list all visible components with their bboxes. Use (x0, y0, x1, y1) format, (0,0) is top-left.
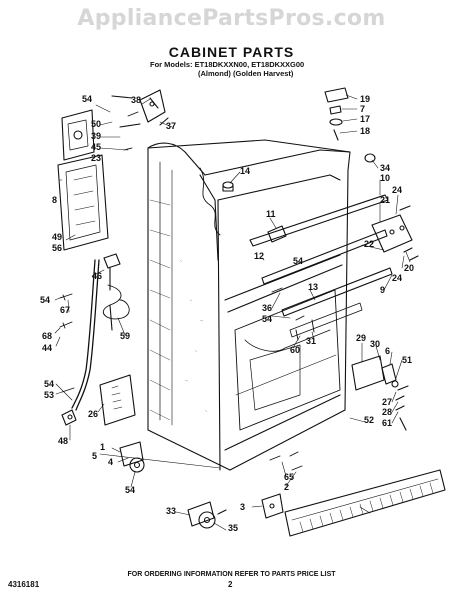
model-line-2: (Almond) (Golden Harvest) (198, 69, 294, 78)
callout: 38 (131, 95, 142, 105)
watermark: AppliancePartsPros.com (77, 6, 386, 31)
leveling-assembly (352, 356, 408, 430)
callout: 48 (58, 436, 69, 446)
callout: 17 (360, 114, 371, 124)
callout: 61 (382, 418, 393, 428)
callout: 19 (360, 94, 371, 104)
callout: 4 (108, 457, 114, 467)
rear-roller (188, 502, 226, 528)
callout: 6 (385, 346, 391, 356)
callout: 12 (254, 251, 265, 261)
callout: 10 (380, 173, 391, 183)
callout: 54 (293, 256, 304, 266)
callout: 34 (380, 163, 391, 173)
callout: 50 (91, 119, 102, 129)
callout: 54 (40, 295, 51, 305)
callout: 35 (228, 523, 239, 533)
callout: 26 (88, 409, 99, 419)
hinge-plate-left (62, 110, 94, 160)
callout: 67 (60, 305, 71, 315)
ordering-note: FOR ORDERING INFORMATION REFER TO PARTS … (127, 571, 336, 578)
power-cord (103, 254, 129, 330)
toe-grille-bracket (262, 494, 283, 518)
top-hinge-right (325, 88, 348, 140)
callout: 52 (364, 415, 375, 425)
callout: 8 (52, 195, 58, 205)
callout: 39 (91, 131, 102, 141)
callout: 31 (306, 336, 317, 346)
cord-clip-11 (268, 226, 286, 242)
hinge-bracket-right (372, 206, 418, 260)
callout: 2 (284, 482, 290, 492)
callout: 37 (166, 121, 177, 131)
callout: 65 (284, 472, 295, 482)
callout: 22 (364, 239, 375, 249)
callout: 59 (120, 331, 131, 341)
callout: 14 (240, 166, 251, 176)
diagram-code: 4316181 (8, 580, 40, 589)
side-bracket (58, 155, 108, 250)
callout: 54 (44, 379, 55, 389)
callout: 1 (100, 442, 106, 452)
callout: 29 (356, 333, 367, 343)
plugs (223, 154, 375, 191)
callout: 24 (392, 273, 403, 283)
callout: 54 (262, 314, 273, 324)
callout: 11 (266, 209, 276, 219)
callout: 33 (166, 506, 177, 516)
access-panel (100, 375, 135, 425)
tube-clip (62, 410, 76, 425)
callout: 30 (370, 339, 381, 349)
callout: 20 (404, 263, 415, 273)
leader-lines (55, 95, 410, 530)
callout: 27 (382, 397, 393, 407)
diagram-title: CABINET PARTS (168, 44, 295, 60)
callout: 9 (380, 285, 386, 295)
callout: 45 (91, 142, 102, 152)
callout: 56 (52, 243, 63, 253)
callout: 7 (360, 104, 366, 114)
model-line-1: For Models: ET18DKXXN00, ET18DKXXG00 (150, 60, 305, 69)
callout: 54 (82, 94, 93, 104)
callout: 13 (308, 282, 319, 292)
callout: 46 (92, 271, 103, 281)
callout: 21 (380, 195, 391, 205)
callout: 49 (52, 232, 63, 242)
screws-right (270, 288, 314, 470)
drain-tube (72, 260, 99, 410)
callout: 53 (44, 390, 55, 400)
cabinet-shell (148, 140, 350, 470)
page-number: 2 (228, 580, 233, 589)
callout: 24 (392, 185, 403, 195)
callout: 54 (125, 485, 136, 495)
callout: 36 (262, 303, 273, 313)
callout: 18 (360, 126, 371, 136)
callout: 60 (290, 345, 301, 355)
toe-grille (285, 470, 445, 536)
shelf-rails (250, 195, 392, 337)
callout: 51 (402, 355, 413, 365)
callout: 44 (42, 343, 53, 353)
callout: 23 (91, 153, 102, 163)
callout: 5 (92, 451, 98, 461)
screws-left (60, 112, 138, 392)
callout: 68 (42, 331, 53, 341)
model-list: For Models: ET18DKXXN00, ET18DKXXG00 (Al… (150, 60, 304, 78)
upper-hinge (112, 90, 168, 127)
callout: 3 (240, 502, 246, 512)
callout: 28 (382, 407, 393, 417)
